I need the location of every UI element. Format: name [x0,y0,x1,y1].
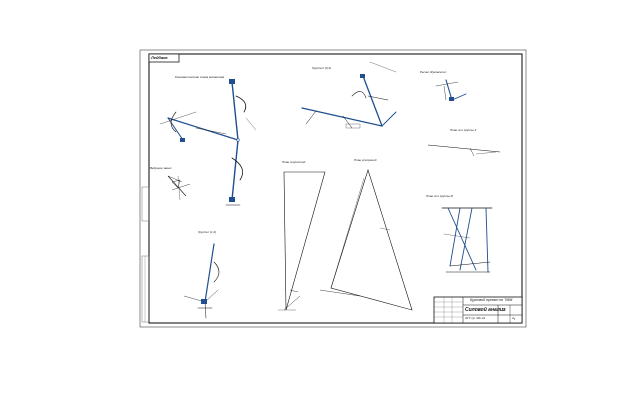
crank-line-1 [167,175,187,197]
title-block [433,296,523,324]
slider-lower [229,197,235,202]
tb-frame [433,296,523,324]
fp3-b [449,207,461,267]
force-plan-iii [441,207,493,273]
title-format: А₄ [512,316,516,320]
caption-force-plan-ii: План сил группы II [450,128,477,132]
arc-upper [235,95,247,113]
pivot-left [180,138,185,142]
g1-link-1 [204,243,215,303]
dim-line-2 [245,117,257,131]
g1-link-3 [204,289,219,303]
speed-plan-mark [289,289,299,293]
caption-crank: Ведущее звено [150,166,172,170]
guide-line [159,111,197,125]
g2-force-2 [305,110,317,125]
fp3-g [443,233,471,239]
caption-group-i: Группа I (1,2) [198,230,217,234]
g2-force-3 [367,95,389,101]
g1-force [204,301,207,319]
caption-lever: Рычаг Жуковского [420,70,447,74]
fp2-tick [469,147,475,157]
accel-plan-mark [379,227,391,231]
caption-speed-plan: План скоростей [282,160,306,164]
crank-diagram [167,175,191,201]
mechanism-diagram [159,79,257,206]
caption-group-ii: Группа II (3,4) [312,66,332,70]
caption-accel-plan: План ускорений [354,158,377,162]
sheet-outer-border [139,49,527,328]
fp3-c [459,207,473,271]
caption-mechanism: Кинематическая схема механизма [175,75,225,79]
group-i-diagram [183,243,220,319]
title-subject: Курсовой проект по ТММ [470,298,513,302]
speed-plan-ext [283,295,301,311]
lever-diagram [435,79,467,101]
fp2-tick-2 [475,151,497,155]
lever-arrow [443,85,447,101]
g2-link-1 [301,107,383,127]
stamp-text: Лейбакв [151,55,168,60]
title-sheet-number: 2 [502,307,505,312]
fp3-d [485,207,489,273]
link-crank [167,117,184,141]
arc-lower [231,157,244,181]
group-ii-diagram [301,61,397,129]
binding-strip-bottom [141,255,150,323]
accel-plan-ext [330,177,365,289]
link-bc [231,139,239,201]
dim-line-1 [195,127,227,135]
title-org: АГУ гр. МС-21 [465,316,486,320]
joint-a [236,138,240,142]
g2-link-3 [381,111,397,127]
stamp-box [148,53,180,63]
accel-plan-base [319,289,361,297]
g2-link-2 [362,75,383,127]
lever-link-2 [451,93,467,101]
fp3-e [449,261,491,267]
g1-slider [201,299,207,304]
caption-force-plan-iii: План сил группы III [426,194,454,198]
slider-upper [229,79,235,84]
title-drawing: Силовой анализ [465,307,506,313]
crank-fill [171,179,181,189]
crank-line-3 [171,183,191,191]
g2-arc [351,91,367,99]
speed-plan [278,171,326,311]
fp2-line [427,144,501,153]
accel-plan [319,168,413,311]
g2-slider [360,74,365,78]
force-plan-ii [427,144,501,157]
fp3-a [447,207,477,271]
g2-force-1 [342,115,353,129]
speed-plan-triangle [283,171,326,311]
lever-link-3 [435,81,459,87]
link-ab [231,81,239,141]
g2-ext [369,61,397,73]
g1-arc [213,261,220,283]
g2-dim-box [345,123,361,129]
lever-slider [449,97,454,101]
accel-plan-triangle [330,168,413,311]
binding-strip-top [141,186,150,222]
lever-link-1 [445,79,453,101]
arc-left [170,111,177,133]
link-oa [167,117,239,141]
crank-line-4 [177,175,181,201]
